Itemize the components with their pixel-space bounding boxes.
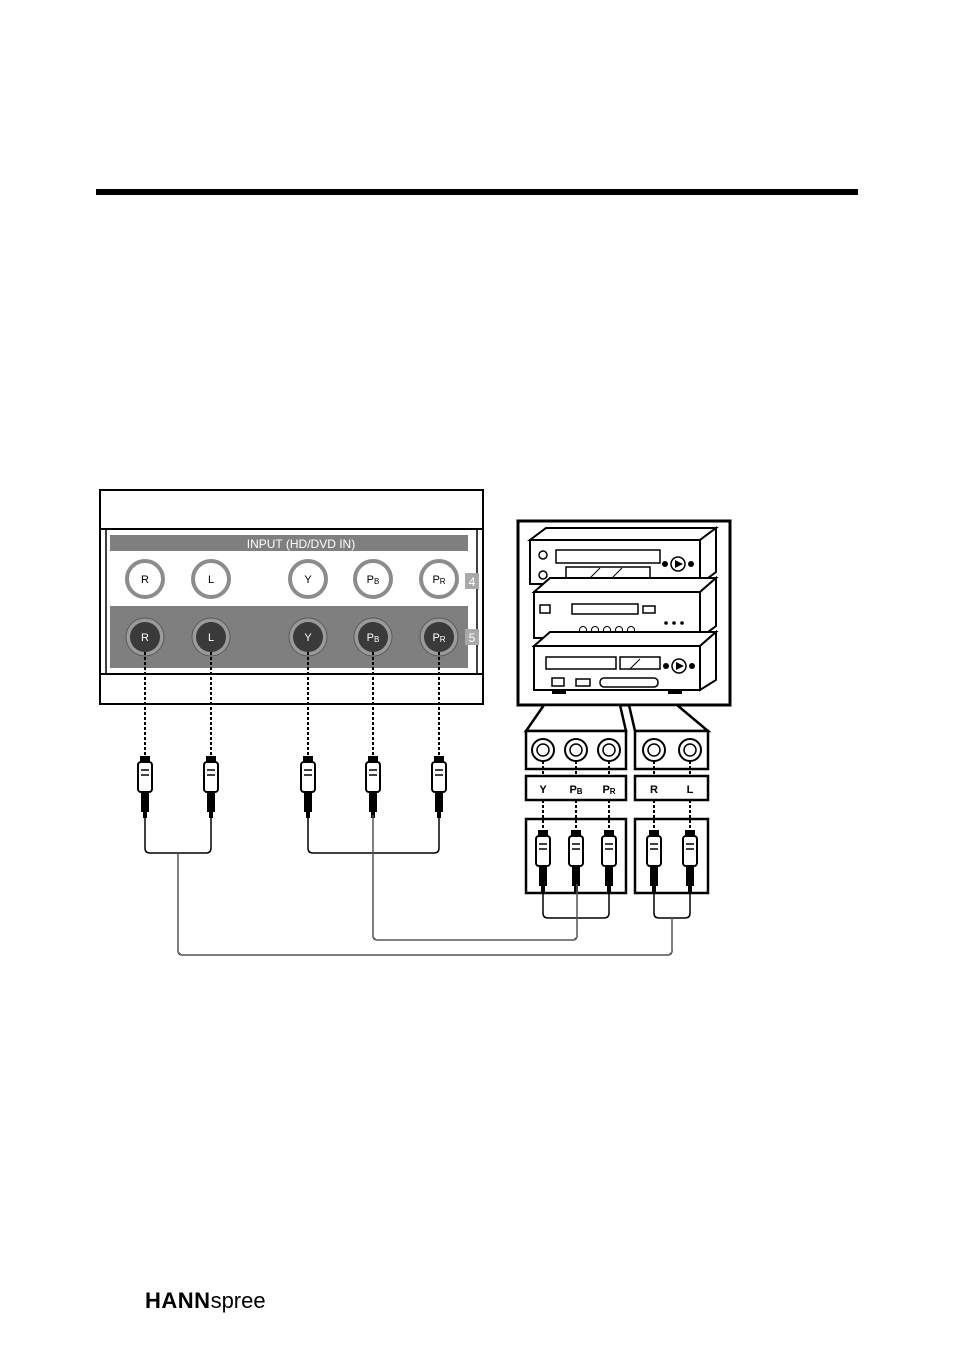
row-number-top: 4 <box>469 575 476 589</box>
row-number-badge-top <box>465 573 479 589</box>
output-jack-r <box>130 622 160 652</box>
section-divider-rule <box>96 189 858 195</box>
device-jack-label-pr: PR <box>602 784 615 796</box>
input-jack-pb <box>353 559 393 599</box>
input-jack-label-pb: PB <box>367 574 380 586</box>
rca-plug-pb <box>365 755 381 819</box>
output-jack-label-pb: PB <box>367 632 380 644</box>
output-jack-pb <box>358 622 388 652</box>
rca-plug-r <box>137 755 153 819</box>
output-jack-label-r: R <box>141 632 149 644</box>
output-jack-label-y: Y <box>304 632 312 644</box>
row-number-badge-bottom <box>465 629 479 645</box>
input-jack-label-r: R <box>141 574 149 586</box>
input-header-bar <box>110 535 468 551</box>
input-jack-pr <box>419 559 459 599</box>
output-jack-label-l: L <box>208 632 214 644</box>
input-header-label: INPUT (HD/DVD IN) <box>247 537 355 551</box>
input-jack-label-pr: PR <box>432 574 445 586</box>
device-jack-label-y: Y <box>539 784 547 796</box>
device-jack-label-l: L <box>687 784 694 796</box>
output-jack-label-pr: PR <box>432 632 445 644</box>
device-unit-middle <box>531 575 719 640</box>
output-jack-pr <box>424 622 454 652</box>
brand-name-bold: HANN <box>145 1288 211 1313</box>
rca-plug-y <box>300 755 316 819</box>
input-jack-label-y: Y <box>304 574 312 586</box>
brand-name-light: spree <box>210 1288 266 1313</box>
source-device-stack: Y PB PR R L <box>516 519 732 895</box>
input-jack-r <box>125 559 165 599</box>
cable-paths-inner <box>177 815 673 956</box>
device-jack-label-r: R <box>650 784 658 796</box>
input-jack-y <box>288 559 328 599</box>
rca-plug-l <box>203 755 219 819</box>
device-jack-label-pb: PB <box>569 784 582 796</box>
rca-plug-pr <box>431 755 447 819</box>
output-jack-l <box>196 622 226 652</box>
input-jack-l <box>191 559 231 599</box>
hannspree-logo: HANNspree <box>145 1288 266 1314</box>
tv-input-panel: INPUT (HD/DVD IN) 4 5 R L Y PB PR R L Y PB PR <box>99 489 484 705</box>
device-unit-top <box>527 526 719 586</box>
output-jack-y <box>293 622 323 652</box>
row-number-bottom: 5 <box>469 631 476 645</box>
device-unit-bottom <box>531 629 719 694</box>
input-jack-label-l: L <box>208 574 214 586</box>
